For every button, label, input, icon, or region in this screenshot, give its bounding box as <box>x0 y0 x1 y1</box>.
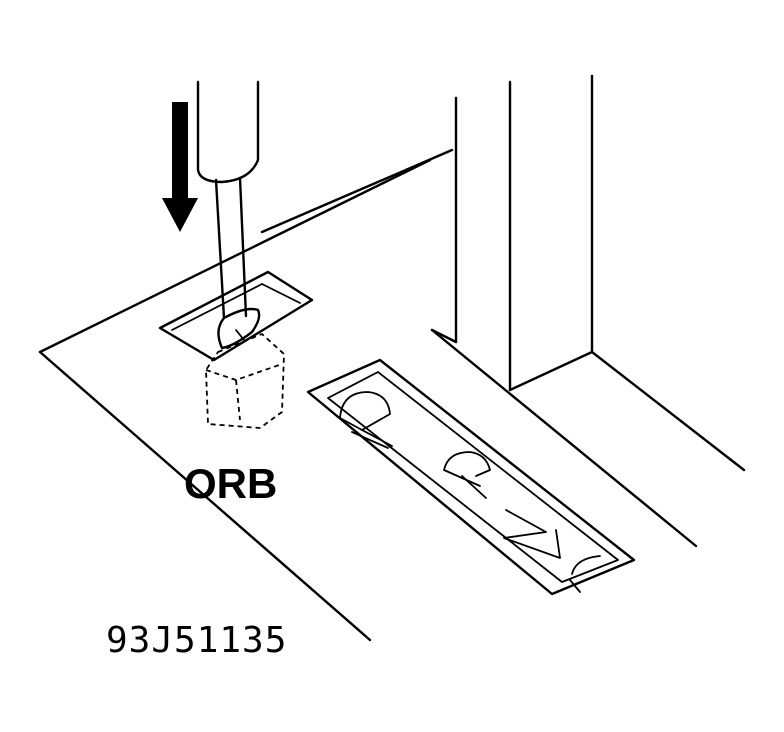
retaining-clip-hidden <box>205 332 285 429</box>
orb-label: ORB <box>184 460 277 507</box>
shifter-housing <box>430 74 746 548</box>
shift-indicator-strip <box>306 358 636 596</box>
access-slot <box>158 270 314 362</box>
figure-number: 93J51135 <box>106 620 287 661</box>
screwdriver-icon <box>196 80 261 350</box>
console-surface <box>38 148 454 642</box>
down-arrow-icon <box>162 102 198 232</box>
